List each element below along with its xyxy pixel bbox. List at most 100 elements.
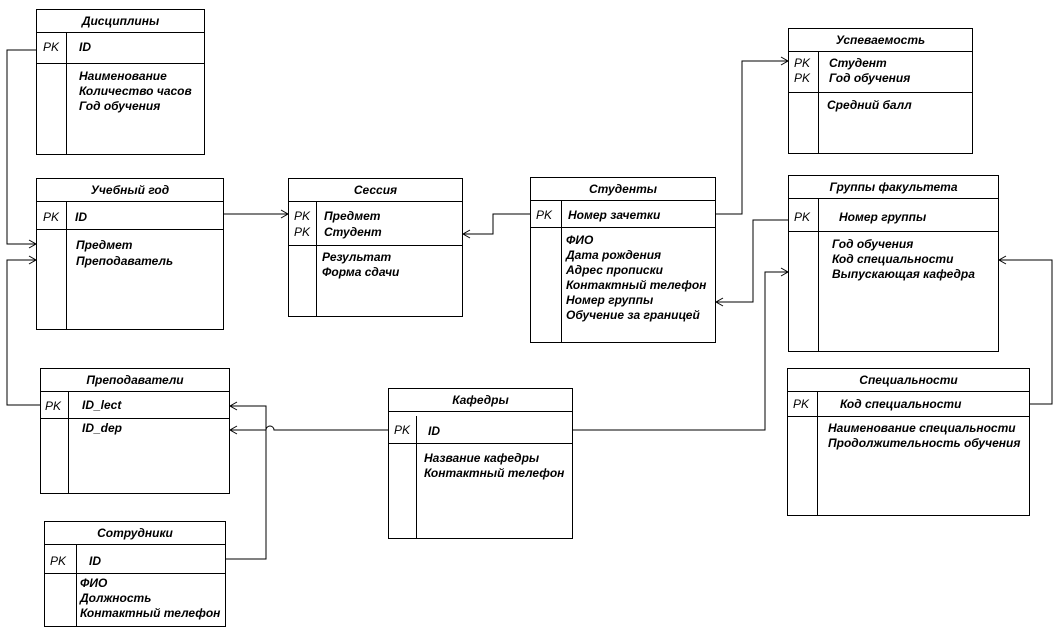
field: Год обучения	[832, 237, 914, 251]
link-sotrudniki-prepodavateli	[226, 405, 267, 560]
entity-prepodavateli[interactable]: Преподаватели PK ID_lect ID_dep	[40, 368, 230, 494]
divider	[416, 416, 417, 538]
pk-label: PK	[50, 554, 67, 568]
link-kafedry-gruppy	[573, 271, 788, 431]
entity-gruppy[interactable]: Группы факультета PK Номер группы Год об…	[788, 175, 999, 352]
divider	[818, 199, 819, 351]
field: Контактный телефон	[566, 278, 707, 292]
field: Результат	[322, 250, 392, 264]
field: Дата рождения	[566, 248, 662, 262]
key-field: Номер группы	[839, 210, 927, 224]
key-field: ID	[79, 40, 91, 54]
divider	[66, 202, 67, 329]
entity-specialnosti[interactable]: Специальности PK Код специальности Наиме…	[787, 368, 1030, 516]
arrow-uspevaemost	[780, 56, 790, 66]
field: Выпускающая кафедра	[832, 267, 975, 281]
field: Форма сдачи	[322, 265, 400, 279]
key-field: ID	[89, 554, 101, 568]
key-field: Номер зачетки	[568, 208, 661, 222]
entity-title: Преподаватели	[41, 369, 229, 392]
pk-section	[789, 198, 998, 232]
field: Адрес прописки	[566, 263, 663, 277]
field: Код специальности	[832, 252, 954, 266]
field: Наименование	[79, 69, 167, 83]
pk-label: PK	[294, 209, 311, 223]
pk-section	[37, 32, 204, 64]
arrow-sessiya-1	[280, 209, 290, 219]
pk-label: PK	[793, 397, 810, 411]
arrow-uchebny-god-1	[28, 239, 38, 249]
pk-section	[37, 201, 223, 230]
key-field: Код специальности	[840, 397, 962, 411]
field: Год обучения	[79, 99, 161, 113]
entity-title: Учебный год	[37, 179, 223, 202]
field: Преподаватель	[76, 254, 174, 268]
entity-kafedry[interactable]: Кафедры PK ID Название кафедры Контактны…	[388, 388, 573, 539]
entity-title: Кафедры	[389, 389, 572, 412]
field: ID_dep	[82, 421, 123, 435]
arrow-prepodavateli-1	[228, 401, 238, 411]
key-field: Предмет	[324, 209, 381, 223]
divider	[76, 545, 77, 626]
pk-label: PK	[536, 208, 553, 222]
arrow-gruppy-2	[997, 255, 1007, 265]
pk-label: PK	[794, 56, 811, 70]
field: Контактный телефон	[80, 606, 221, 620]
key-field: Год обучения	[829, 71, 911, 85]
field: Предмет	[76, 238, 133, 252]
pk-label: PK	[794, 210, 811, 224]
key-field: Студент	[829, 56, 887, 70]
pk-section	[41, 391, 229, 419]
entity-discipliny[interactable]: Дисциплины PK ID Наименование Количество…	[36, 9, 205, 155]
divider	[68, 392, 69, 493]
pk-section	[789, 51, 972, 93]
pk-section	[788, 391, 1029, 417]
entity-title: Дисциплины	[37, 10, 204, 33]
field: Обучение за границей	[566, 308, 700, 322]
entity-sotrudniki[interactable]: Сотрудники PK ID ФИО Должность Контактны…	[44, 521, 226, 627]
field: ФИО	[80, 576, 108, 590]
link-studenty-sessiya	[463, 213, 530, 235]
pk-label: PK	[294, 225, 311, 239]
link-specialnosti-gruppy	[999, 259, 1053, 405]
arrow-uchebny-god-2	[28, 255, 38, 265]
field: Контактный телефон	[424, 466, 565, 480]
entity-uspevaemost[interactable]: Успеваемость PK PK Студент Год обучения …	[788, 28, 973, 154]
field: Количество часов	[79, 84, 192, 98]
entity-sessiya[interactable]: Сессия PK PK Предмет Студент Результат Ф…	[288, 178, 463, 317]
field: Средний балл	[827, 98, 912, 112]
arrow-studenty	[714, 297, 724, 307]
entity-title: Группы факультета	[789, 176, 998, 199]
key-field: ID_lect	[82, 398, 122, 412]
pk-section	[45, 544, 225, 574]
link-gruppy-studenty	[716, 219, 788, 303]
key-field: ID	[75, 210, 87, 224]
divider	[818, 52, 819, 153]
divider	[561, 201, 562, 342]
field: ФИО	[566, 233, 594, 247]
arrow-prepodavateli-2	[228, 425, 238, 435]
arrow-sessiya-2	[461, 229, 471, 239]
key-field: ID	[428, 424, 440, 438]
pk-label: PK	[794, 71, 811, 85]
entity-title: Сессия	[289, 179, 462, 202]
link-discipliny-uchebny-god	[6, 49, 36, 245]
pk-section	[289, 201, 462, 246]
field: Наименование специальности	[828, 421, 1016, 435]
field: Должность	[80, 591, 152, 605]
divider	[316, 202, 317, 316]
entity-title: Успеваемость	[789, 29, 972, 52]
pk-label: PK	[45, 399, 62, 413]
link-kafedry-prepodavateli	[230, 425, 388, 431]
entity-title: Студенты	[531, 178, 715, 201]
link-studenty-uspevaemost	[716, 60, 788, 215]
field: Продолжительность обучения	[828, 436, 1021, 450]
entity-title: Сотрудники	[45, 522, 225, 545]
entity-studenty[interactable]: Студенты PK Номер зачетки ФИО Дата рожде…	[530, 177, 716, 343]
pk-label: PK	[43, 210, 60, 224]
entity-uchebny-god[interactable]: Учебный год PK ID Предмет Преподаватель	[36, 178, 224, 330]
pk-section	[531, 200, 715, 228]
pk-label: PK	[43, 40, 60, 54]
entity-title: Специальности	[788, 369, 1029, 392]
